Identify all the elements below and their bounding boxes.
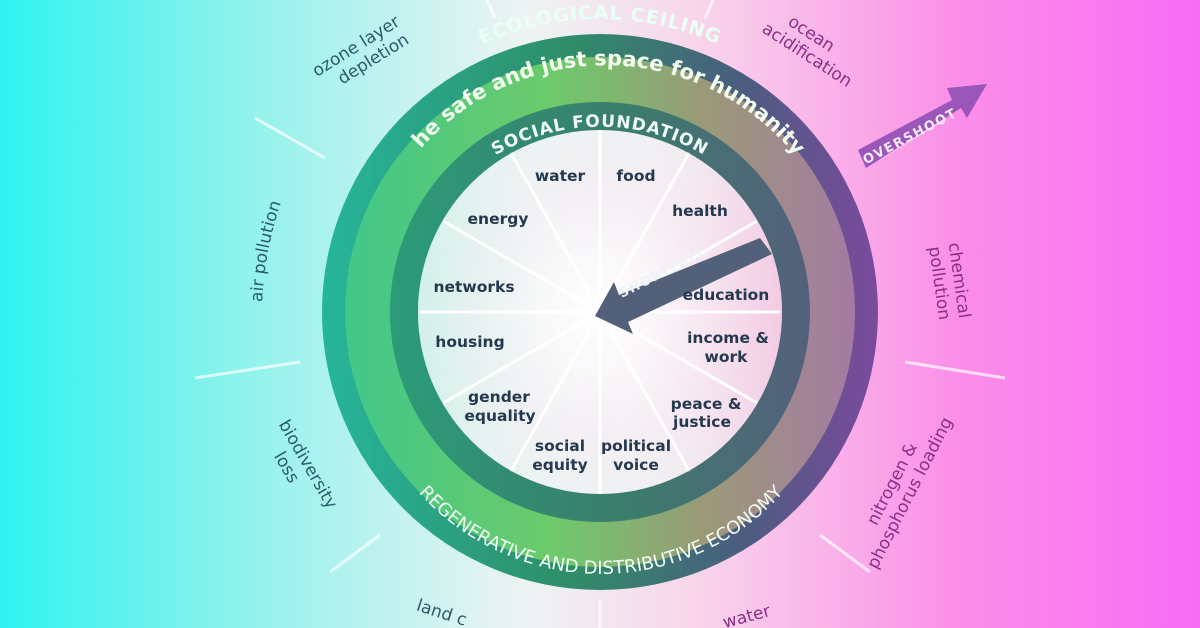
- item-education: education: [683, 286, 770, 304]
- item-freshwater: water: [721, 601, 773, 628]
- social-foundation-items: water food health energy networks educat…: [433, 167, 769, 474]
- item-land: land c: [414, 596, 469, 628]
- item-social: social: [535, 437, 585, 455]
- item-water: water: [535, 167, 586, 185]
- item-justice: justice: [672, 413, 731, 431]
- overshoot-label: OVERSHOOT: [861, 106, 960, 168]
- item-gender: gender: [468, 388, 530, 406]
- item-voice: voice: [613, 456, 659, 474]
- item-energy: energy: [468, 210, 529, 228]
- overshoot-arrow: OVERSHOOT: [858, 84, 987, 168]
- item-air-pollution: air pollution: [247, 198, 286, 302]
- item-health: health: [672, 202, 728, 220]
- item-food: food: [616, 167, 655, 185]
- item-equality: equality: [464, 407, 535, 425]
- item-housing: housing: [435, 333, 504, 351]
- item-peace: peace &: [671, 395, 742, 413]
- item-networks: networks: [433, 278, 514, 296]
- item-work: work: [705, 348, 749, 366]
- item-equity: equity: [532, 456, 587, 474]
- item-political: political: [601, 437, 671, 455]
- item-income: income &: [687, 329, 769, 347]
